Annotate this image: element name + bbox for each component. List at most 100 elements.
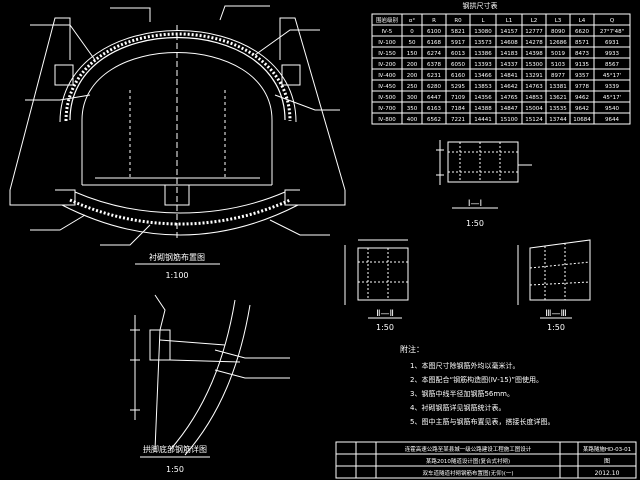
table-cell: 8090 — [551, 29, 565, 35]
detail-view-caption: 拱脚底部钢筋详图 — [143, 444, 207, 454]
table-header-cell: L2 — [531, 18, 538, 24]
table-cell: 5019 — [551, 51, 565, 57]
tunnel-section — [9, 5, 346, 246]
table-cell: 6100 — [427, 29, 441, 35]
table-cell: 6168 — [427, 40, 441, 46]
table-cell: 9933 — [605, 51, 619, 57]
table-cell: 6931 — [605, 40, 619, 46]
table-cell: 15100 — [500, 117, 518, 123]
table-cell: Ⅳ-5 — [382, 29, 393, 35]
table-cell: 15004 — [525, 106, 543, 112]
table-cell: 150 — [407, 51, 418, 57]
table-cell: 5295 — [451, 84, 465, 90]
title-line-1: 连霍高速公路至某县城一级公路建设工程施工图设计 — [405, 445, 532, 453]
table-cell: 9540 — [605, 106, 619, 112]
note-item: 2、本图配合“钢筋构造图(Ⅳ-15)”图使用。 — [410, 375, 543, 384]
table-cell: 7221 — [451, 117, 465, 123]
section-3 — [517, 239, 591, 319]
table-cell: 8567 — [605, 62, 619, 68]
notes-title: 附注： — [400, 344, 424, 354]
table-cell: 9778 — [575, 84, 589, 90]
table-cell: 13853 — [474, 84, 492, 90]
detail-view — [130, 294, 290, 456]
table-cell: 300 — [407, 95, 418, 101]
table-cell: 14847 — [500, 106, 518, 112]
table-header-cell: L4 — [579, 18, 586, 24]
table-cell: 9462 — [575, 95, 589, 101]
table-header-cell: L3 — [555, 18, 562, 24]
table-cell: 13381 — [549, 84, 567, 90]
drawing-code: 某路隧施HD-03-01 — [583, 445, 631, 453]
table-header-cell: R0 — [454, 18, 462, 24]
notes-list: 1、本图尺寸除钢筋外均以毫米计。 2、本图配合“钢筋构造图(Ⅳ-15)”图使用。… — [410, 361, 554, 426]
table-cell: 12686 — [549, 40, 567, 46]
detail-view-scale: 1:50 — [166, 465, 184, 474]
table-cell: 13393 — [474, 62, 492, 68]
table-cell: 14642 — [500, 84, 518, 90]
table-cell: 14183 — [500, 51, 518, 57]
table-cell: 14356 — [474, 95, 492, 101]
table-cell: 6447 — [427, 95, 441, 101]
table-cell: 9357 — [575, 73, 589, 79]
table-header-cell: 围岩级别 — [376, 16, 398, 24]
table-cell: 12777 — [525, 29, 543, 35]
drawing-date: 2012.10 — [595, 470, 620, 477]
table-cell: 14763 — [525, 84, 543, 90]
table-cell: Ⅳ-500 — [378, 95, 396, 101]
table-cell: 13744 — [549, 117, 567, 123]
section-2-label: Ⅱ—Ⅱ — [376, 309, 394, 319]
table-header-cell: L1 — [506, 18, 513, 24]
table-cell: 14388 — [474, 106, 492, 112]
table-cell: 5103 — [551, 62, 565, 68]
table-cell: 15300 — [525, 62, 543, 68]
table-cell: 27°7'48" — [600, 29, 624, 35]
table-cell: 14398 — [525, 51, 543, 57]
table-cell: 6013 — [451, 51, 465, 57]
table-cell: 7184 — [451, 106, 465, 112]
table-cell: 8977 — [551, 73, 565, 79]
table-cell: 50 — [409, 40, 416, 46]
table-cell: 9135 — [575, 62, 589, 68]
table-cell: 13291 — [525, 73, 543, 79]
table-cell: 6378 — [427, 62, 441, 68]
table-cell: Ⅳ-450 — [378, 84, 396, 90]
table-cell: 9339 — [605, 84, 619, 90]
table-cell: 13386 — [474, 51, 492, 57]
sheet-label: 图 — [604, 458, 610, 465]
note-item: 3、钢筋中线半径加钢筋56mm。 — [410, 389, 514, 398]
main-view-caption: 衬砌钢筋布置图 — [149, 252, 205, 262]
table-cell: Ⅳ-100 — [378, 40, 396, 46]
table-cell: 350 — [407, 106, 418, 112]
table-cell: 6163 — [427, 106, 441, 112]
table-grid — [371, 13, 631, 125]
table-cell: 13535 — [549, 106, 567, 112]
table-cell: 14337 — [500, 62, 518, 68]
table-cell: 6274 — [427, 51, 441, 57]
table-cell: 7109 — [451, 95, 465, 101]
table-cell: 8571 — [575, 40, 589, 46]
table-cell: 6280 — [427, 84, 441, 90]
note-item: 1、本图尺寸除钢筋外均以毫米计。 — [410, 361, 519, 370]
table-cell: 8473 — [575, 51, 589, 57]
table-cell: 14765 — [500, 95, 518, 101]
section-1-label: Ⅰ—Ⅰ — [468, 199, 482, 209]
section-2-scale: 1:50 — [376, 323, 394, 332]
table-cell: 45°17' — [603, 73, 621, 79]
table-cell: 13573 — [474, 40, 492, 46]
table-cell: Ⅳ-800 — [378, 117, 396, 123]
table-cell: 6562 — [427, 117, 441, 123]
table-header-cell: L — [481, 18, 485, 24]
table-cell: 14841 — [500, 73, 518, 79]
table-cell: Ⅳ-700 — [378, 106, 396, 112]
section-1-scale: 1:50 — [466, 219, 484, 228]
table-cell: Ⅳ-400 — [378, 73, 396, 79]
table-cell: 45°17' — [603, 95, 621, 101]
table-cell: Ⅳ-150 — [378, 51, 396, 57]
table-cell: 5821 — [451, 29, 465, 35]
table-cell: 14157 — [500, 29, 518, 35]
table-cell: Ⅳ-200 — [378, 62, 396, 68]
table-cell: 13080 — [474, 29, 492, 35]
table-header-cell: α° — [409, 18, 416, 24]
